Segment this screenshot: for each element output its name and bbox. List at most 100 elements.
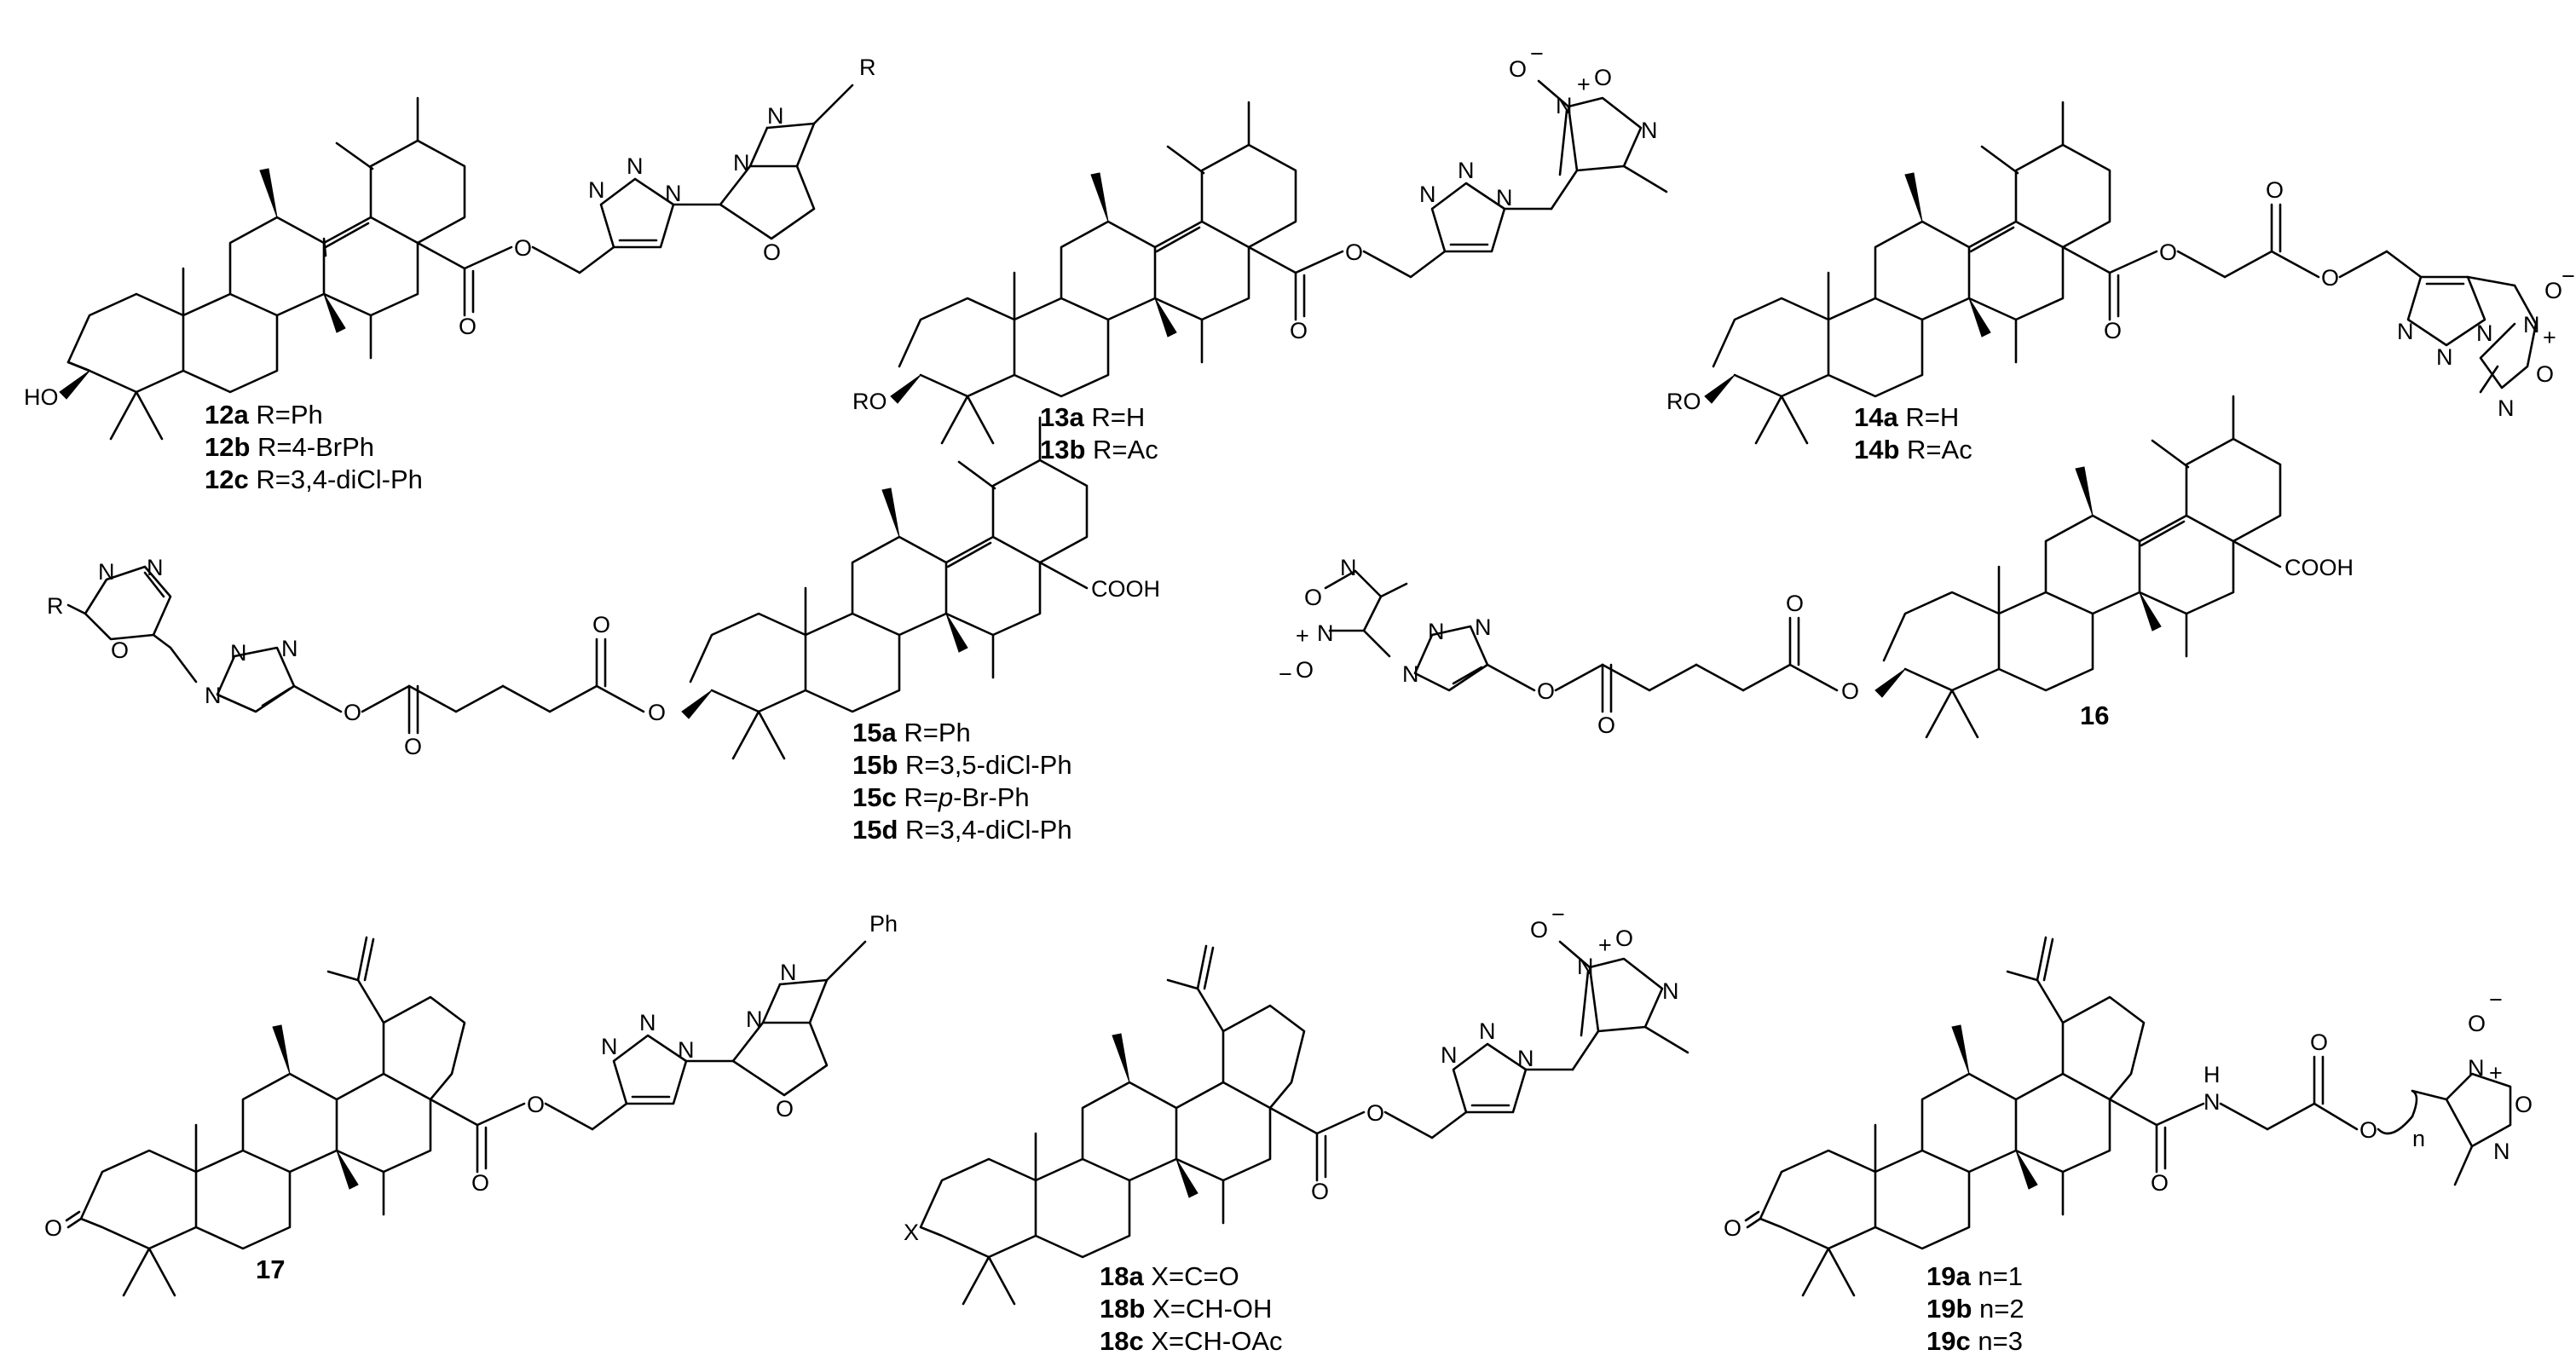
compound-16-structure: N O N + O − N N N O O O O COOH 16 xyxy=(1279,395,2354,739)
phenyl-label: Ph xyxy=(869,911,898,937)
minus-charge-label: − xyxy=(1279,661,1292,687)
n-oxide-o-label: O xyxy=(1296,657,1314,683)
caption-line-1: 18a X=C=O xyxy=(1100,1261,1239,1291)
amide-h-label: H xyxy=(2203,1062,2221,1087)
oxadiazole-o-label: O xyxy=(763,239,781,265)
n-oxide-o-label: O xyxy=(2468,1011,2486,1036)
oxadiazole-n-label-1: N xyxy=(733,150,750,176)
atom-labels: N O N + O − N N N O O O O COOH xyxy=(1279,555,2354,738)
amide-n-label: N xyxy=(2203,1089,2221,1115)
furoxan-o-label: O xyxy=(1615,926,1633,951)
carbonyl-oxygen-label-2: O xyxy=(2310,1030,2328,1055)
caption-line-1: 12a R=Ph xyxy=(205,400,323,430)
compound-captions: 12a R=Ph 12b R=4-BrPh 12c R=3,4-diCl-Ph xyxy=(205,400,423,494)
atom-labels: X O O N N N O − N + O N xyxy=(904,902,1679,1245)
triazole-n-label-2: N xyxy=(2436,344,2453,370)
carbonyl-oxygen-label-2: O xyxy=(1786,591,1804,616)
oxadiazole-o-label: O xyxy=(111,637,129,663)
oxadiazole-o-label: O xyxy=(776,1096,794,1122)
minus-charge-label: − xyxy=(1551,902,1565,927)
ketone-oxygen-label: O xyxy=(1724,1215,1741,1241)
compound-17-structure: O O O N N N N N O Ph 17 xyxy=(44,911,898,1297)
caption-line-2: 15b R=3,5-diCl-Ph xyxy=(852,750,1072,780)
atom-labels: RO O O O O N N N N + O − O N xyxy=(1666,177,2575,421)
caption-line-1: 17 xyxy=(256,1255,285,1284)
triazole-n-label-1: N xyxy=(1441,1042,1458,1068)
furoxan-n-label-2: N xyxy=(1662,978,1679,1004)
furoxan-n-label-2: N xyxy=(2498,395,2515,421)
compound-captions: 13a R=H 13b R=Ac xyxy=(1040,402,1158,464)
compound-captions: 16 xyxy=(2080,701,2109,730)
compound-12-structure: HO O O N N N N N O R 12a R=Ph 12b R=4-Br… xyxy=(24,55,876,494)
carbonyl-oxygen-label-1: O xyxy=(404,734,422,759)
atom-labels: HO O O N N N N N O R xyxy=(24,55,876,410)
triterpene-skeleton xyxy=(919,940,1689,1306)
plus-charge-label: + xyxy=(1598,932,1612,958)
hydroxyl-label: HO xyxy=(24,384,59,410)
triazole-n-label-3: N xyxy=(281,636,298,661)
ester-oxygen-label: O xyxy=(1345,239,1363,265)
ester-oxygen-label-1: O xyxy=(2159,239,2177,265)
furoxan-n-label-1: N xyxy=(1556,93,1573,118)
substituent-r-label: R xyxy=(47,593,64,619)
ketone-oxygen-label: O xyxy=(44,1215,62,1241)
triazole-n-label-3: N xyxy=(665,181,682,206)
oxadiazole-n-label-1: N xyxy=(746,1007,763,1032)
triterpene-skeleton xyxy=(66,84,854,441)
triazole-n-label-2: N xyxy=(1428,619,1445,644)
oxadiazole-n-label-2: N xyxy=(767,103,784,129)
furoxan-o-label: O xyxy=(1594,65,1612,90)
ester-oxygen-label-2: O xyxy=(648,700,666,725)
triazole-n-label-3: N xyxy=(1496,185,1513,211)
compound-14-structure: RO O O O O N N N N + O − O N 14a R=H 14b… xyxy=(1666,101,2575,464)
compound-captions: 19a n=1 19b n=2 19c n=3 xyxy=(1926,1261,2024,1356)
compound-15-structure: R N N O N N N O O O O COOH 15a R=Ph 15b … xyxy=(47,416,1160,845)
caption-line-1: 14a R=H xyxy=(1854,402,1959,432)
furoxan-n-label-1: N xyxy=(1577,954,1594,979)
furoxan-o-label: O xyxy=(1304,585,1322,610)
triterpene-skeleton xyxy=(1744,936,2512,1297)
n-oxide-o-label: O xyxy=(1530,917,1548,943)
carboxylic-acid-label: COOH xyxy=(2284,555,2354,580)
substituent-r-label: R xyxy=(859,55,876,80)
carbonyl-oxygen-label: O xyxy=(471,1170,489,1196)
n-oxide-o-label: O xyxy=(2544,278,2562,303)
compound-18-structure: X O O N N N O − N + O N 18a X=C=O 18b X=… xyxy=(904,902,1689,1356)
compound-13-structure: RO O O N N N O − N + O N 13a R=H 13b R=A… xyxy=(852,41,1668,464)
plus-charge-label: + xyxy=(2489,1060,2503,1086)
compound-captions: 14a R=H 14b R=Ac xyxy=(1854,402,1972,464)
ester-oxygen-label-1: O xyxy=(344,700,361,725)
triazole-n-label-2: N xyxy=(1479,1018,1496,1044)
triazole-n-label-2: N xyxy=(627,153,644,179)
furoxan-n-label-1: N xyxy=(2468,1055,2485,1081)
triterpene-skeleton xyxy=(898,79,1668,445)
carbonyl-oxygen-label-1: O xyxy=(2151,1170,2169,1196)
triazole-n-label-3: N xyxy=(1475,614,1492,640)
triazole-n-label-2: N xyxy=(1458,158,1475,183)
carbonyl-oxygen-label: O xyxy=(1311,1179,1329,1204)
furoxan-n-label-2: N xyxy=(1317,620,1334,646)
triazole-n-label-3: N xyxy=(678,1037,695,1063)
carboxylic-acid-label: COOH xyxy=(1091,576,1160,602)
atom-labels: R N N O N N N O O O O COOH xyxy=(47,555,1160,759)
caption-line-2: 19b n=2 xyxy=(1926,1294,2024,1324)
caption-line-2: 12b R=4-BrPh xyxy=(205,432,374,462)
triazole-n-label-3: N xyxy=(1517,1046,1534,1071)
atom-labels: O O H N O O n N + O − O N xyxy=(1724,987,2533,1241)
furoxan-n-label-1: N xyxy=(2523,312,2540,337)
minus-charge-label: − xyxy=(1530,41,1544,66)
n-oxide-o-label: O xyxy=(1509,56,1527,82)
triterpene-skeleton xyxy=(1712,101,2538,445)
caption-line-2: 13b R=Ac xyxy=(1040,435,1158,464)
furoxan-n-label-2: N xyxy=(2493,1139,2510,1164)
plus-charge-label: + xyxy=(1296,623,1309,649)
oxadiazole-n-label-1: N xyxy=(98,559,115,585)
atom-labels: O O O N N N N N O Ph xyxy=(44,911,898,1241)
ester-oxygen-label-2: O xyxy=(2321,265,2339,291)
triazole-n-label-2: N xyxy=(230,640,247,666)
ester-oxygen-label: O xyxy=(1366,1100,1384,1126)
triterpene-skeleton xyxy=(65,936,867,1297)
caption-line-3: 18c X=CH-OAc xyxy=(1100,1326,1283,1356)
caption-line-4: 15d R=3,4-diCl-Ph xyxy=(852,815,1072,845)
